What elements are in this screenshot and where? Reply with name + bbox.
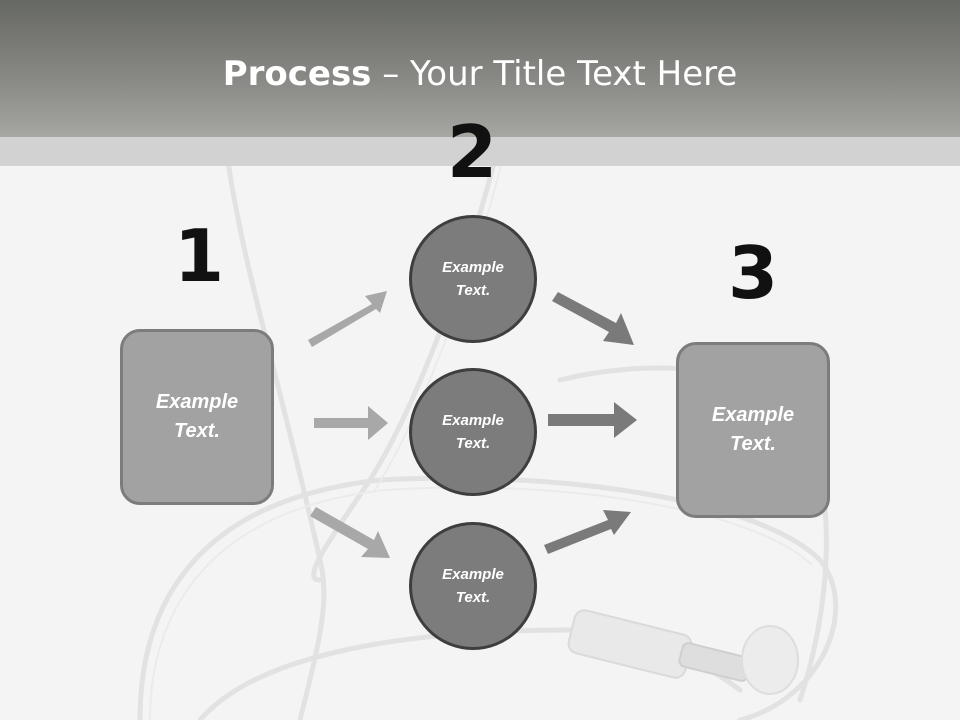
header-band bbox=[0, 137, 960, 166]
circle-middle-label: Example Text. bbox=[442, 412, 504, 452]
circle-bottom[interactable]: Example Text. bbox=[409, 522, 537, 650]
header-bar bbox=[0, 0, 960, 137]
slide-title: Process – Your Title Text Here bbox=[0, 52, 960, 96]
left-box-label: Example Text. bbox=[155, 391, 239, 442]
arrow-left-to-bottom bbox=[310, 507, 390, 558]
title-rest: – Your Title Text Here bbox=[371, 54, 738, 94]
arrow-left-to-top bbox=[308, 291, 387, 347]
step-number-2: 2 bbox=[446, 110, 498, 194]
circle-bottom-label: Example Text. bbox=[442, 566, 504, 606]
right-box-label: Example Text. bbox=[711, 404, 795, 455]
arrow-top-to-right bbox=[552, 292, 634, 345]
circle-top[interactable]: Example Text. bbox=[409, 215, 537, 343]
step-number-3: 3 bbox=[727, 231, 779, 315]
arrow-left-to-middle bbox=[314, 406, 388, 440]
audio-jack-plug bbox=[567, 609, 799, 695]
circle-middle[interactable]: Example Text. bbox=[409, 368, 537, 496]
title-bold: Process bbox=[222, 54, 372, 94]
circle-top-label: Example Text. bbox=[442, 259, 504, 299]
arrow-middle-to-right bbox=[548, 402, 637, 438]
right-box[interactable]: Example Text. bbox=[676, 342, 830, 518]
left-box[interactable]: Example Text. bbox=[120, 329, 274, 505]
arrow-bottom-to-right bbox=[544, 510, 631, 554]
step-number-1: 1 bbox=[173, 214, 225, 298]
